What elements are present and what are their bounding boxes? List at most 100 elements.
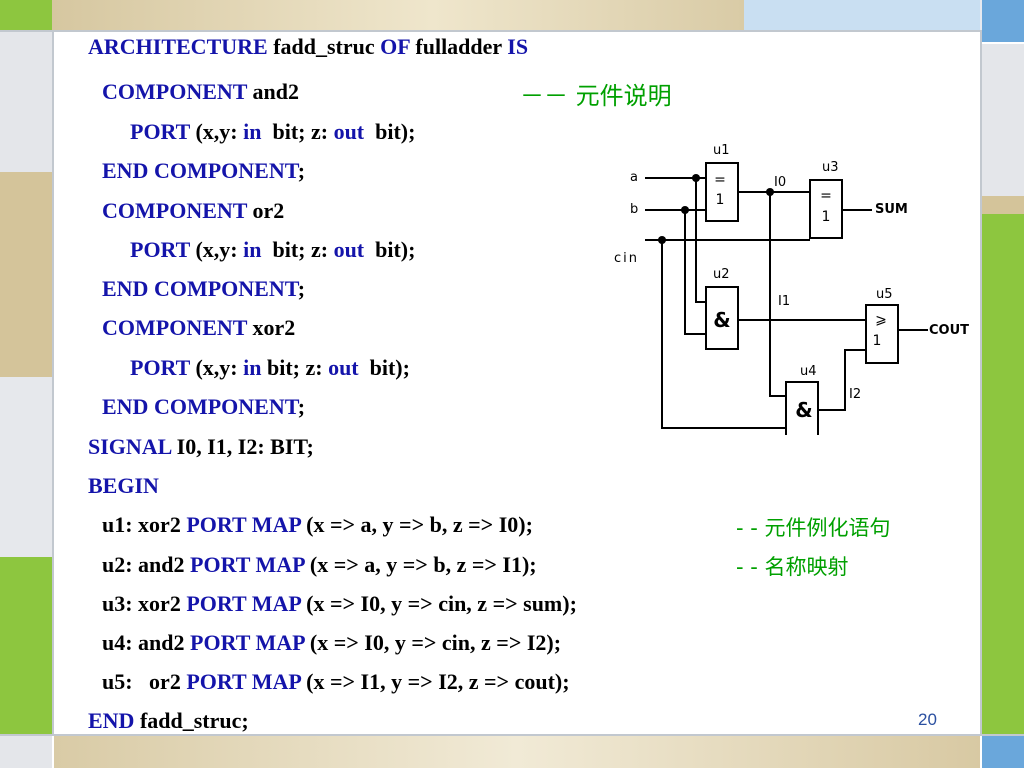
gate-u2 <box>705 286 739 350</box>
junction-b <box>681 206 689 214</box>
kw-component: COMPONENT <box>102 79 248 104</box>
code-line-18: END fadd_struc; <box>88 706 249 736</box>
kw-port: PORT <box>130 237 190 262</box>
code-text: (x => a, y => b, z => I0); <box>300 512 533 537</box>
code-text: xor2 <box>247 315 296 340</box>
comment-name-mapping: - - 名称映射 <box>736 555 849 579</box>
u1-symbol-eq: = <box>714 172 726 188</box>
kw-port-map: PORT MAP <box>190 630 305 655</box>
comment-component-declaration: －－ 元件说明 <box>520 82 672 110</box>
code-text: u4: and2 <box>102 630 191 655</box>
code-text: and2 <box>247 79 300 104</box>
code-text: (x,y: <box>189 119 244 144</box>
code-text: bit); <box>364 237 416 262</box>
u4-symbol-and: & <box>795 398 812 422</box>
code-line-1: ARCHITECTURE fadd_struc OF fulladder IS <box>88 32 528 62</box>
label-u5: u5 <box>876 287 893 302</box>
label-i1: I1 <box>778 294 790 309</box>
code-text: (x => I0, y => cin, z => sum); <box>300 591 577 616</box>
code-text: ; <box>297 158 306 183</box>
frame-bottom-left-gray <box>0 736 52 768</box>
code-text: (x => I1, y => I2, z => cout); <box>300 669 570 694</box>
wire-i2 <box>818 349 866 411</box>
code-line-13: u1: xor2 PORT MAP (x => a, y => b, z => … <box>102 510 533 540</box>
code-text: bit; z: <box>261 355 329 380</box>
code-text: fadd_struc; <box>134 708 249 733</box>
frame-left-line <box>52 32 54 736</box>
code-line-14: u2: and2 PORT MAP (x => a, y => b, z => … <box>102 550 537 580</box>
wire-i0-to-u4 <box>769 192 786 397</box>
kw-end-component: END COMPONENT <box>102 394 298 419</box>
gate-u3 <box>809 179 843 239</box>
code-line-10: END COMPONENT; <box>102 392 305 422</box>
label-u3: u3 <box>822 160 839 175</box>
code-text: u3: xor2 <box>102 591 187 616</box>
junction-cin <box>658 236 666 244</box>
code-line-11: SIGNAL I0, I1, I2: BIT; <box>88 432 314 462</box>
gate-u5 <box>865 304 899 364</box>
code-line-8: COMPONENT xor2 <box>102 313 295 343</box>
kw-end: END <box>88 708 135 733</box>
code-text: (x,y: <box>189 355 244 380</box>
label-u2: u2 <box>713 267 730 282</box>
code-text: (x => I0, y => cin, z => I2); <box>304 630 562 655</box>
code-text: bit; z: <box>261 237 334 262</box>
kw-port-map: PORT MAP <box>186 512 301 537</box>
label-u1: u1 <box>713 143 730 158</box>
code-text: fadd_struc <box>267 34 381 59</box>
wire-b-to-u2 <box>684 210 706 335</box>
label-b: b <box>630 202 638 217</box>
frame-left-gray-2 <box>0 377 52 557</box>
full-adder-circuit-diagram: a b cin I0 I1 I2 SUM COUT u1 u3 u2 u4 u5… <box>614 143 969 435</box>
code-text: fulladder <box>409 34 508 59</box>
kw-is: IS <box>507 34 529 59</box>
code-line-6: PORT (x,y: in bit; z: out bit); <box>130 235 415 265</box>
frame-bottom-right-blue <box>982 736 1024 768</box>
code-line-7: END COMPONENT; <box>102 274 305 304</box>
code-line-12: BEGIN <box>88 471 159 501</box>
code-text: bit); <box>358 355 410 380</box>
kw-out: out <box>328 355 359 380</box>
u1-symbol-1: 1 <box>716 192 725 208</box>
label-i0: I0 <box>774 175 786 190</box>
code-line-17: u5: or2 PORT MAP (x => I1, y => I2, z =>… <box>102 667 570 697</box>
label-cout: COUT <box>929 323 969 338</box>
code-line-5: COMPONENT or2 <box>102 196 284 226</box>
code-text: u1: xor2 <box>102 512 187 537</box>
u3-symbol-eq: = <box>820 188 832 204</box>
kw-component: COMPONENT <box>102 315 248 340</box>
code-text: u5: or2 <box>102 669 187 694</box>
frame-right-tan <box>982 196 1024 214</box>
gate-u1 <box>705 162 739 222</box>
wire-a-to-u2 <box>695 178 706 303</box>
kw-of: OF <box>380 34 410 59</box>
frame-left-green <box>0 557 52 734</box>
code-line-16: u4: and2 PORT MAP (x => I0, y => cin, z … <box>102 628 561 658</box>
code-text: u2: and2 <box>102 552 191 577</box>
frame-top-right-blue <box>744 0 980 30</box>
kw-port-map: PORT MAP <box>186 669 301 694</box>
kw-begin: BEGIN <box>88 473 159 498</box>
code-line-3: PORT (x,y: in bit; z: out bit); <box>130 117 415 147</box>
frame-bottom-line <box>0 734 1024 736</box>
code-text: (x,y: <box>189 237 244 262</box>
kw-port: PORT <box>130 119 190 144</box>
label-sum: SUM <box>875 202 908 217</box>
code-text: bit; z: <box>261 119 334 144</box>
kw-in: in <box>243 119 262 144</box>
kw-signal: SIGNAL <box>88 434 172 459</box>
gate-u4 <box>785 381 819 435</box>
frame-top-line <box>0 30 1024 32</box>
kw-port-map: PORT MAP <box>190 552 305 577</box>
frame-bottom-tan-band <box>54 736 980 768</box>
frame-left-gray-1 <box>0 32 52 172</box>
kw-end-component: END COMPONENT <box>102 158 298 183</box>
kw-end-component: END COMPONENT <box>102 276 298 301</box>
kw-out: out <box>333 119 365 144</box>
frame-right-blue-1 <box>982 0 1024 42</box>
frame-left-tan <box>0 172 52 377</box>
frame-right-line <box>980 32 982 736</box>
code-text: (x => a, y => b, z => I1); <box>304 552 537 577</box>
u3-symbol-1: 1 <box>822 209 831 225</box>
label-a: a <box>630 170 638 185</box>
